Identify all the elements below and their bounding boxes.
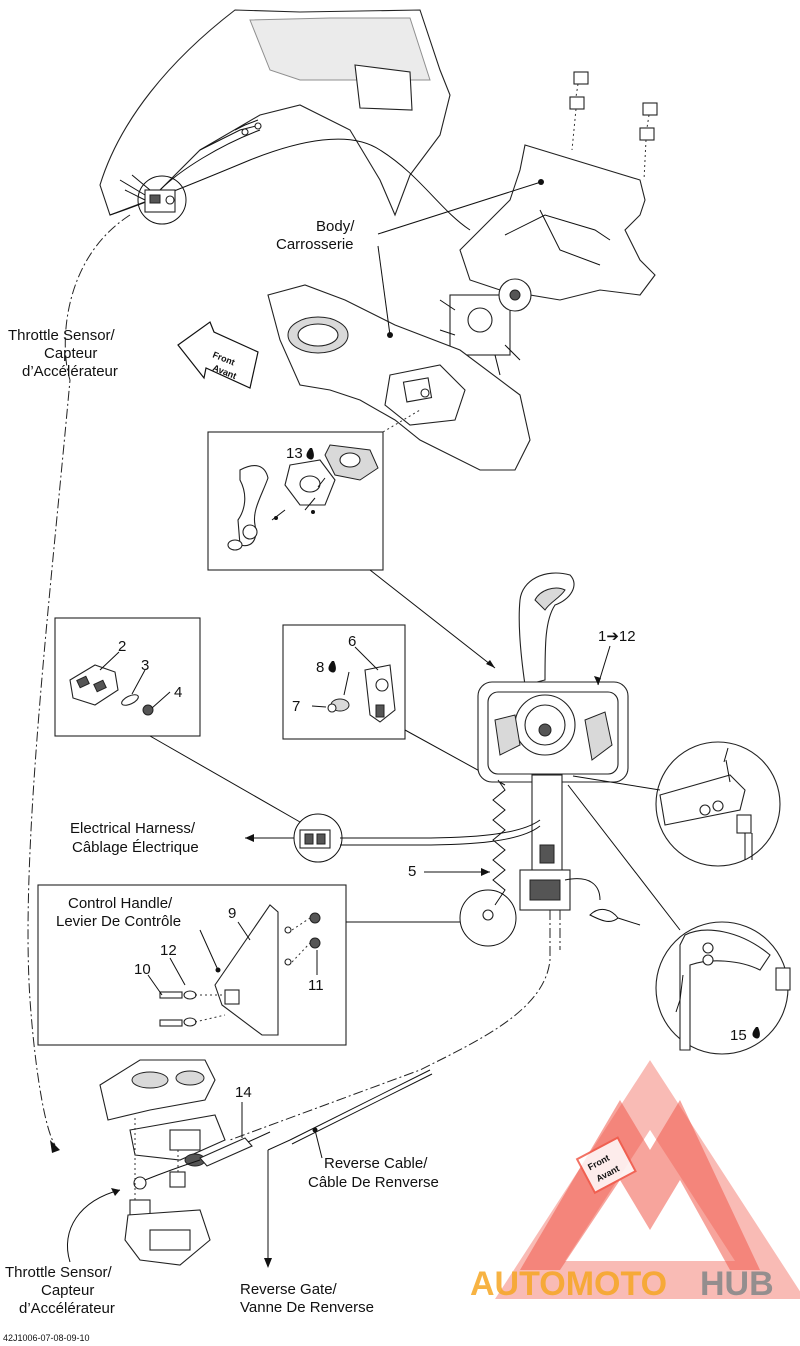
callout-2: 2 [118,638,126,655]
callout-9: 9 [228,905,236,922]
pivot-detail-circle-top [572,741,781,867]
throttle-sensor-top-circle [137,175,187,225]
control-handle-label-line1: Control Handle/ [68,895,173,912]
connector-parts-box [54,617,201,737]
callout-14: 14 [235,1084,252,1101]
control-handle-label-line2: Levier De Contrôle [56,913,181,930]
automotohub-logo: Front Avant AUTOMOTO HUB [470,1100,774,1303]
throttle-body-assembly [99,1059,271,1266]
electrical-harness-label-line1: Electrical Harness/ [70,820,196,837]
callout-3: 3 [141,657,149,674]
throttle-sensor-bottom-label-line2: Capteur [41,1282,94,1299]
reverse-gate-label-line1: Reverse Gate/ [240,1281,338,1298]
callout-15: 15 [730,1027,747,1044]
reverse-cable-label-line2: Câble De Renverse [308,1174,439,1191]
hull-body-drawing: Front Avant Body/ Carrosserie [27,9,658,1153]
reverse-gate-label-line2: Vanne De Renverse [240,1299,374,1316]
watermark-text-automoto: AUTOMOTO [470,1265,667,1303]
callout-12: 12 [160,942,177,959]
throttle-sensor-top-label-line1: Throttle Sensor/ [8,327,116,344]
hull-throttle-sensor [119,174,176,213]
callout-7: 7 [292,698,300,715]
callout-13: 13 [286,445,303,462]
body-label-line1: Body/ [316,218,355,235]
drawing-code: 42J1006-07-08-09-10 [3,1333,90,1343]
callout-6: 6 [348,633,356,650]
body-label-line2: Carrosserie [276,236,354,253]
callout-1-12: 1➔12 [598,628,636,645]
throttle-sensor-bottom-label-line3: d’Accélérateur [19,1300,115,1317]
oil-drop-icon-13 [306,448,314,460]
front-direction-arrow: Front Avant [177,321,259,389]
pivot-detail-circle-bottom [567,784,791,1055]
oil-drop-icon-15 [752,1027,760,1039]
reverse-cable-label-line1: Reverse Cable/ [324,1155,428,1172]
steering-mechanism [439,278,532,376]
callout-5: 5 [408,863,416,880]
watermark-text-hub: HUB [700,1265,774,1303]
oil-drop-icon-8 [328,661,336,673]
electrical-harness-label-line2: Câblage Électrique [72,839,199,856]
bezel-detail-box [207,409,421,571]
callout-10: 10 [134,961,151,978]
throttle-handle-assembly [229,572,641,1141]
sensor-parts-box [282,624,406,740]
throttle-sensor-top-label-line3: d’Accélérateur [22,363,118,380]
callout-11: 11 [308,977,324,994]
throttle-sensor-bottom-label-line1: Throttle Sensor/ [5,1264,113,1281]
callout-8: 8 [316,659,324,676]
harness-connector [293,813,343,863]
spring-end-circle [459,889,517,947]
throttle-sensor-leader-curve [27,214,131,1146]
deck-clips [569,71,658,181]
control-handle-box [37,884,347,1046]
throttle-sensor-top-label-line2: Capteur [44,345,97,362]
callout-4: 4 [174,684,182,701]
